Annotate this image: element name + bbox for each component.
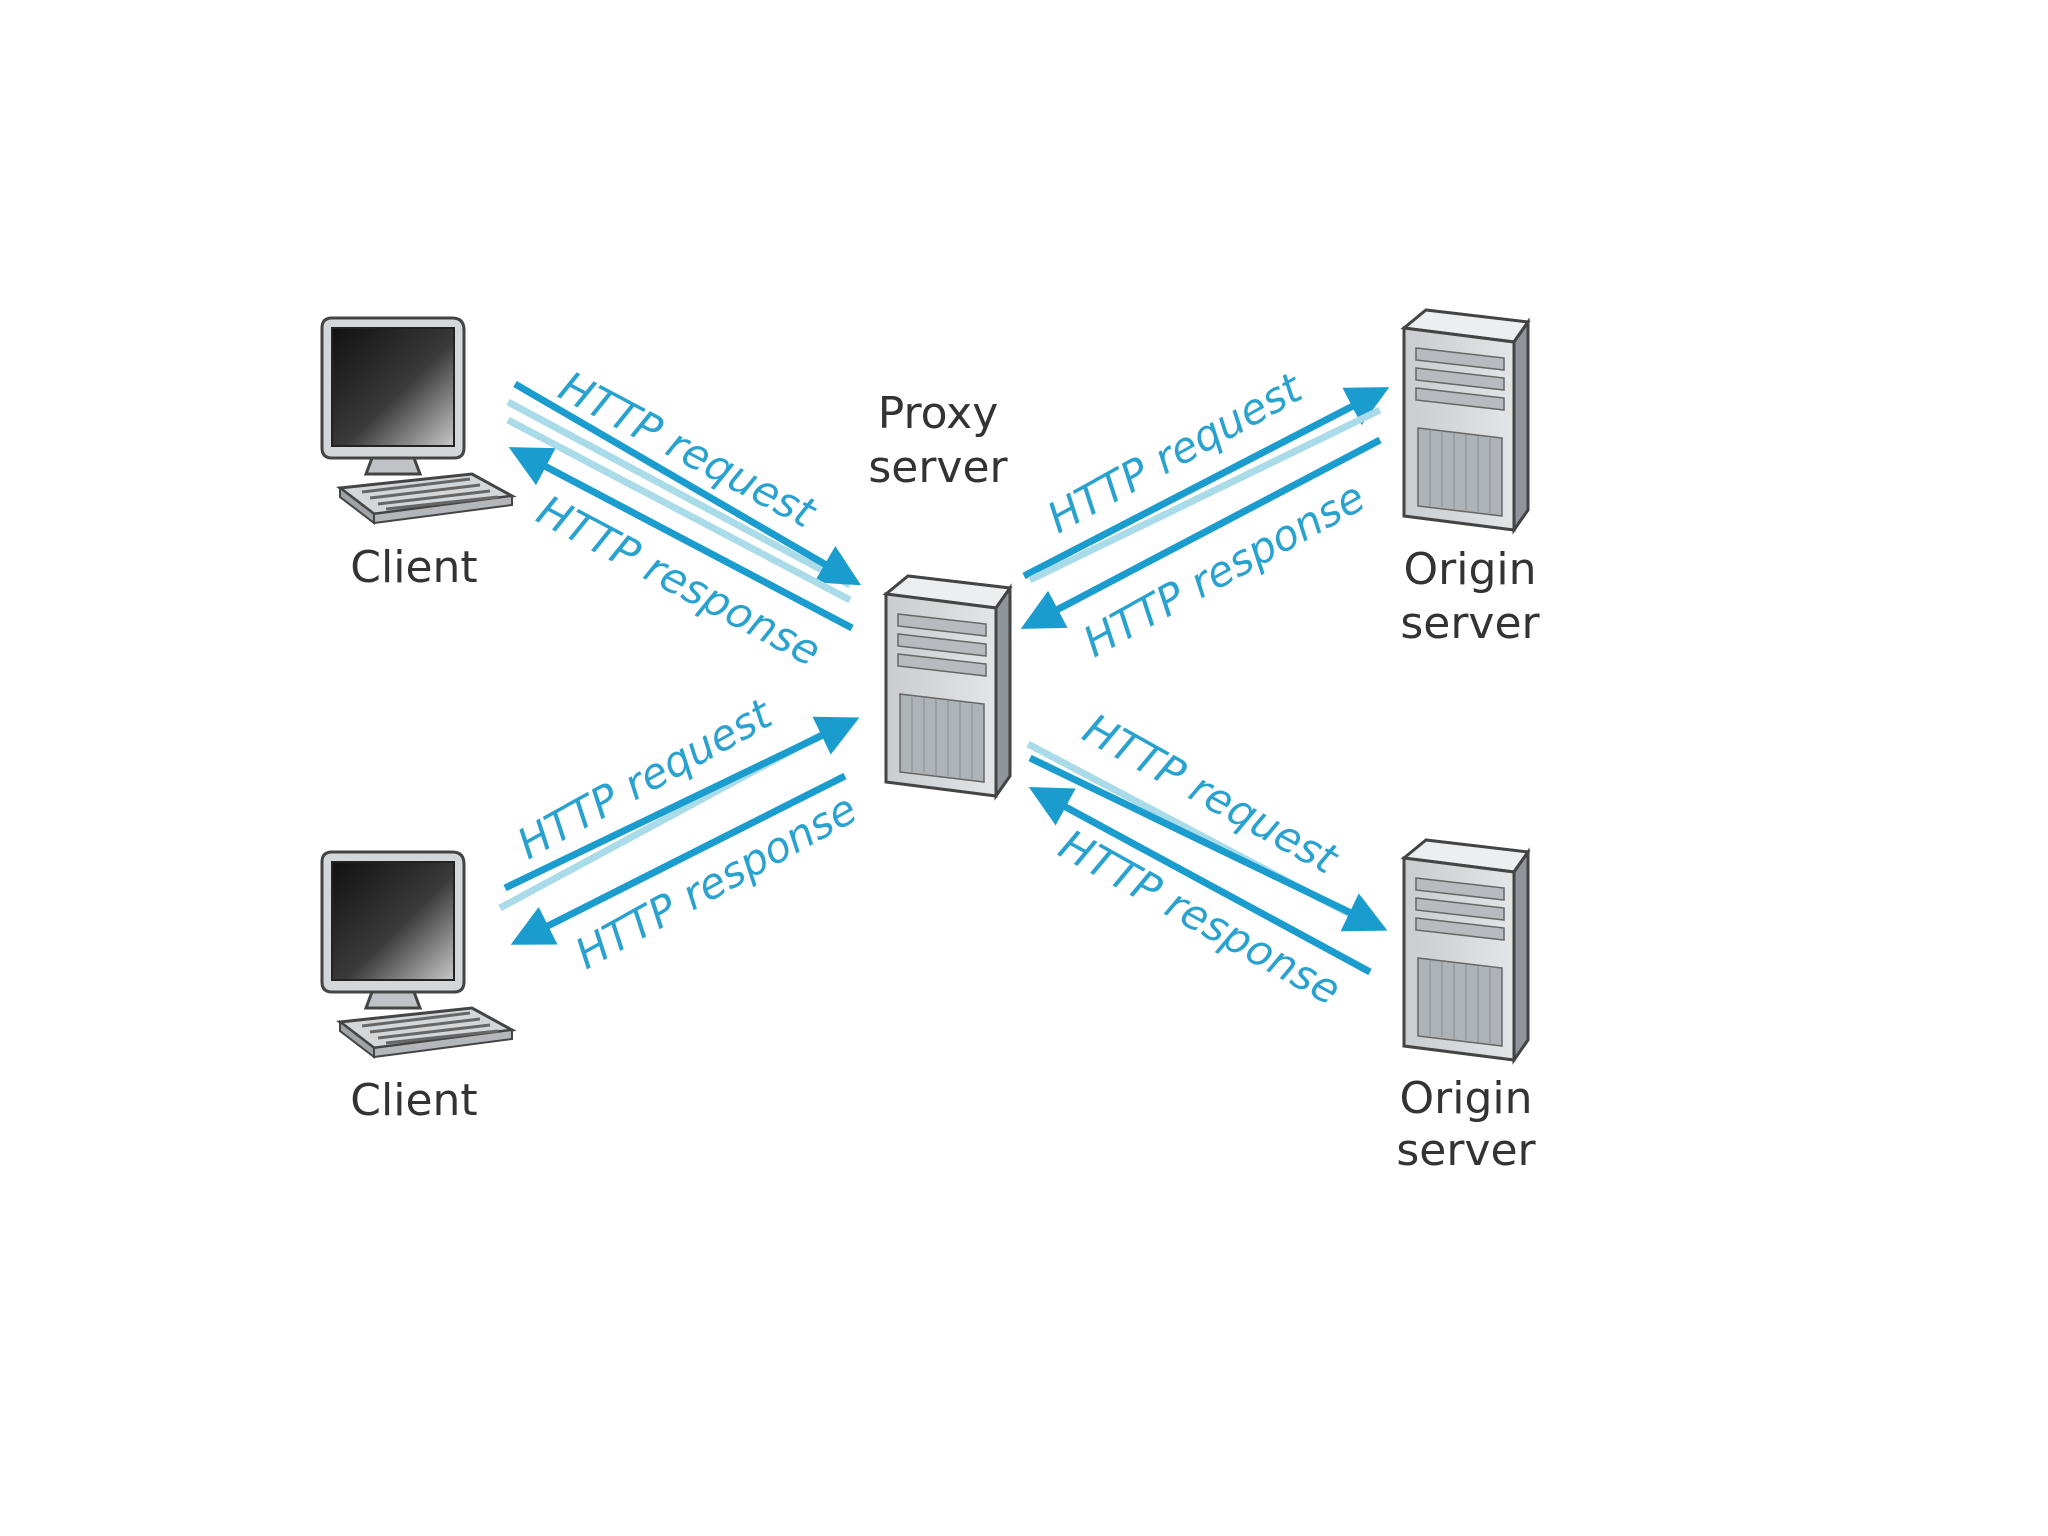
tl-response-arrow xyxy=(508,447,854,632)
br-response-arrow xyxy=(1028,786,1372,976)
bl-response-arrow xyxy=(510,772,847,945)
client-bottom-icon xyxy=(320,850,514,1059)
origin-server-bottom-label-line1: Origin xyxy=(1400,1073,1533,1124)
tr-light-line xyxy=(1028,406,1382,584)
origin-server-bottom-icon xyxy=(1402,838,1530,1062)
client-top-icon xyxy=(320,316,514,525)
origin-server-top-icon xyxy=(1402,308,1530,532)
proxy-server-icon xyxy=(884,574,1012,798)
bl-request-arrow xyxy=(503,716,860,892)
client-top-label: Client xyxy=(350,542,477,593)
proxy-server-label-line2: server xyxy=(868,442,1008,493)
tr-response-arrow xyxy=(1020,436,1382,629)
client-bottom-label: Client xyxy=(350,1075,477,1126)
origin-server-top-label-line1: Origin xyxy=(1404,544,1537,595)
br-request-arrow xyxy=(1028,754,1388,932)
origin-server-top-label-line2: server xyxy=(1400,598,1540,649)
tl-light-line-2 xyxy=(506,416,852,604)
tl-light-line xyxy=(506,398,852,589)
tr-request-arrow xyxy=(1022,387,1390,580)
origin-server-bottom-label-line2: server xyxy=(1396,1125,1536,1176)
tl-request-arrow xyxy=(513,380,862,586)
proxy-server-label-line1: Proxy xyxy=(878,388,999,439)
